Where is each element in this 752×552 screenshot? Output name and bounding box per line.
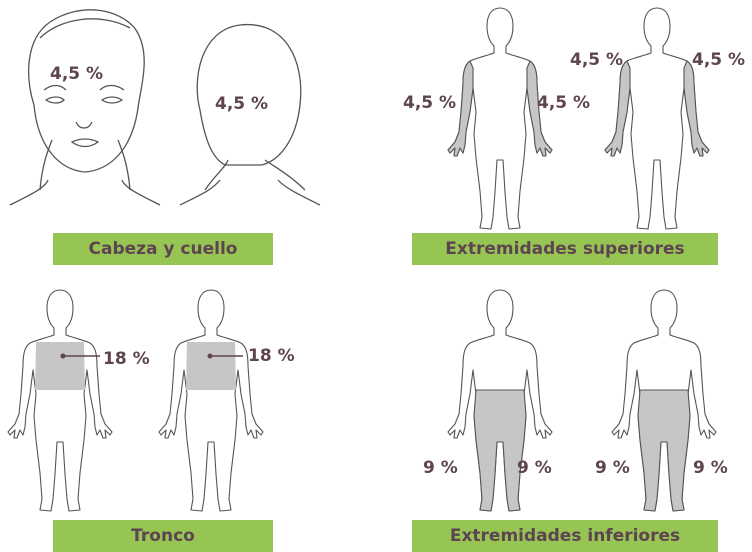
trunk-back-pct: 18 % bbox=[248, 346, 295, 366]
upper-front-figure bbox=[447, 7, 553, 230]
head-back-pct: 4,5 % bbox=[215, 94, 269, 114]
lower-front-left-pct: 9 % bbox=[423, 458, 458, 478]
lower-banner: Extremidades inferiores bbox=[412, 520, 718, 552]
trunk-front-figure bbox=[7, 289, 113, 512]
lower-back-right-pct: 9 % bbox=[693, 458, 728, 478]
upper-back-figure bbox=[604, 7, 710, 230]
head-front-figure bbox=[9, 9, 161, 206]
trunk-front-pct: 18 % bbox=[103, 349, 150, 369]
upper-banner: Extremidades superiores bbox=[412, 233, 718, 265]
head-back-figure bbox=[179, 24, 321, 206]
upper-front-right-pct: 4,5 % bbox=[537, 93, 591, 113]
trunk-back-dot bbox=[207, 353, 213, 359]
lower-back-left-pct: 9 % bbox=[595, 458, 630, 478]
upper-front-left-pct: 4,5 % bbox=[403, 93, 457, 113]
trunk-back-figure bbox=[158, 289, 264, 512]
upper-back-left-pct: 4,5 % bbox=[570, 50, 624, 70]
head-banner: Cabeza y cuello bbox=[53, 233, 273, 265]
upper-back-right-pct: 4,5 % bbox=[692, 50, 746, 70]
lower-front-right-pct: 9 % bbox=[517, 458, 552, 478]
trunk-banner: Tronco bbox=[53, 520, 273, 552]
head-front-pct: 4,5 % bbox=[50, 64, 104, 84]
trunk-front-dot bbox=[60, 353, 66, 359]
